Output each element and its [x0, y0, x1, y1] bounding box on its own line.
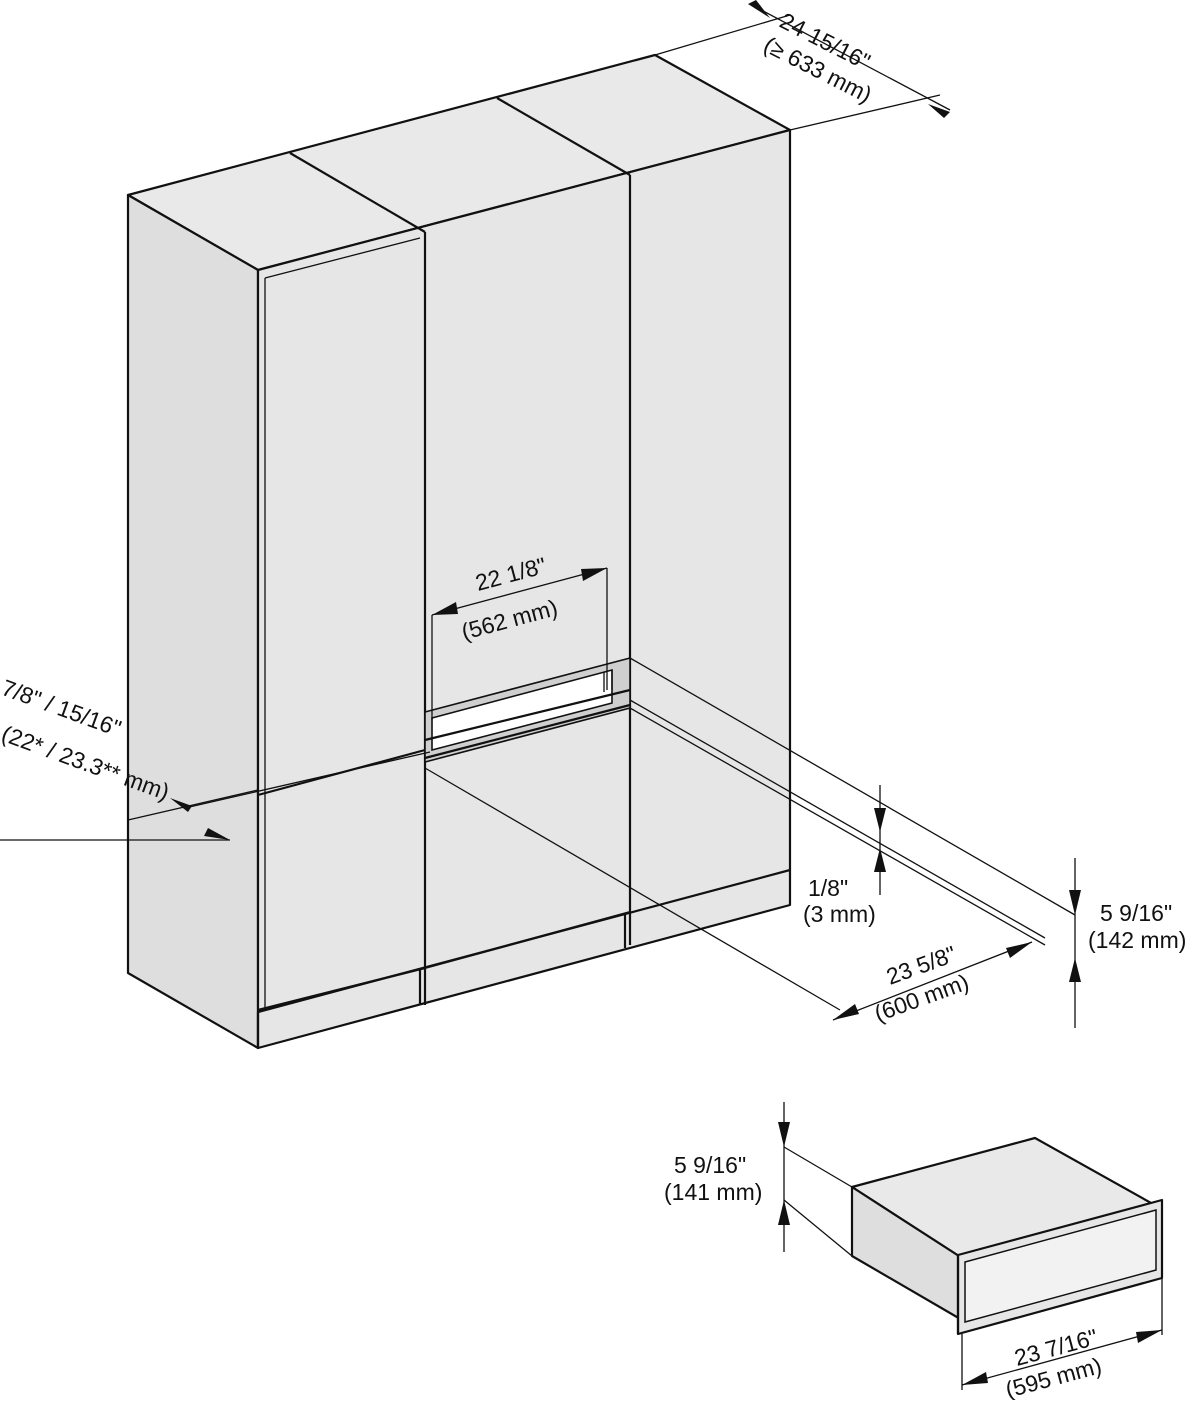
dim-appliance-height: 5 9/16" (141 mm): [664, 1102, 853, 1257]
dim-niche-height-metric: (142 mm): [1088, 927, 1186, 953]
dim-cabinet-width: 23 5/8" (600 mm): [832, 941, 1033, 1027]
cabinet-front: [256, 128, 792, 1050]
dim-gap: 1/8" (3 mm): [803, 785, 886, 927]
cabinet-assembly: [126, 53, 792, 1050]
dim-projection-lines: [424, 657, 1076, 1011]
dim-gap-metric: (3 mm): [803, 901, 876, 927]
dim-appliance-height-metric: (141 mm): [664, 1179, 762, 1205]
cabinet-left-side: [126, 193, 260, 1050]
dim-appliance-height-imperial: 5 9/16": [674, 1152, 746, 1178]
dim-gap-imperial: 1/8": [808, 875, 848, 901]
dim-niche-height: 5 9/16" (142 mm): [1069, 858, 1186, 1028]
dim-niche-height-imperial: 5 9/16": [1100, 900, 1172, 926]
warming-drawer: [850, 1136, 1164, 1336]
